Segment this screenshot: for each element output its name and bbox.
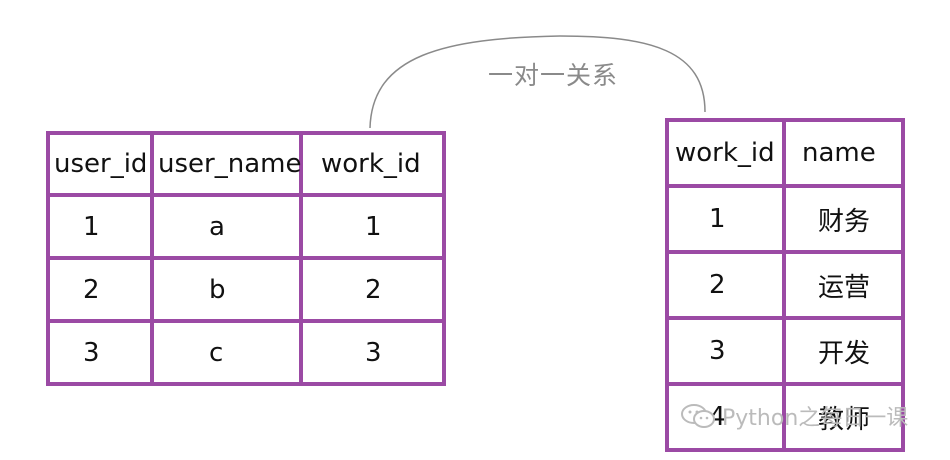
- relation-label: 一对一关系: [488, 61, 619, 90]
- user-table-header-row: user_id user_name work_id: [46, 131, 446, 197]
- table-row: 1 a 1: [46, 193, 446, 260]
- table-row: 1 财务: [665, 184, 905, 254]
- header-work-id: work_id: [299, 131, 446, 197]
- cell-name: 运营: [782, 250, 905, 320]
- cell-work-id: 4: [665, 382, 786, 452]
- header-user-name: user_name: [150, 131, 303, 197]
- cell-user-id: 1: [46, 193, 154, 260]
- cell-name: 财务: [782, 184, 905, 254]
- work-table: work_id name 1 财务 2 运营 3 开发 4 教师: [665, 118, 905, 452]
- cell-user-name: c: [150, 319, 303, 386]
- watermark: Python之每日一课: [680, 400, 908, 432]
- header-work-id: work_id: [665, 118, 786, 188]
- watermark-text: Python之每日一课: [722, 406, 909, 431]
- cell-work-id: 3: [665, 316, 786, 386]
- table-row: 2 b 2: [46, 256, 446, 323]
- user-table: user_id user_name work_id 1 a 1 2 b 2 3 …: [46, 131, 446, 386]
- header-user-id: user_id: [46, 131, 154, 197]
- cell-work-id: 2: [299, 256, 446, 323]
- cell-name: 教师: [782, 382, 905, 452]
- cell-user-id: 3: [46, 319, 154, 386]
- cell-work-id: 1: [665, 184, 786, 254]
- table-row: 3 开发: [665, 316, 905, 386]
- cell-name: 开发: [782, 316, 905, 386]
- work-table-header-row: work_id name: [665, 118, 905, 188]
- cell-work-id: 2: [665, 250, 786, 320]
- table-row: 2 运营: [665, 250, 905, 320]
- cell-work-id: 1: [299, 193, 446, 260]
- wechat-icon: [681, 404, 715, 428]
- cell-user-id: 2: [46, 256, 154, 323]
- cell-user-name: a: [150, 193, 303, 260]
- table-row: 3 c 3: [46, 319, 446, 386]
- header-name: name: [782, 118, 905, 188]
- table-row: 4 教师: [665, 382, 905, 452]
- cell-work-id: 3: [299, 319, 446, 386]
- cell-user-name: b: [150, 256, 303, 323]
